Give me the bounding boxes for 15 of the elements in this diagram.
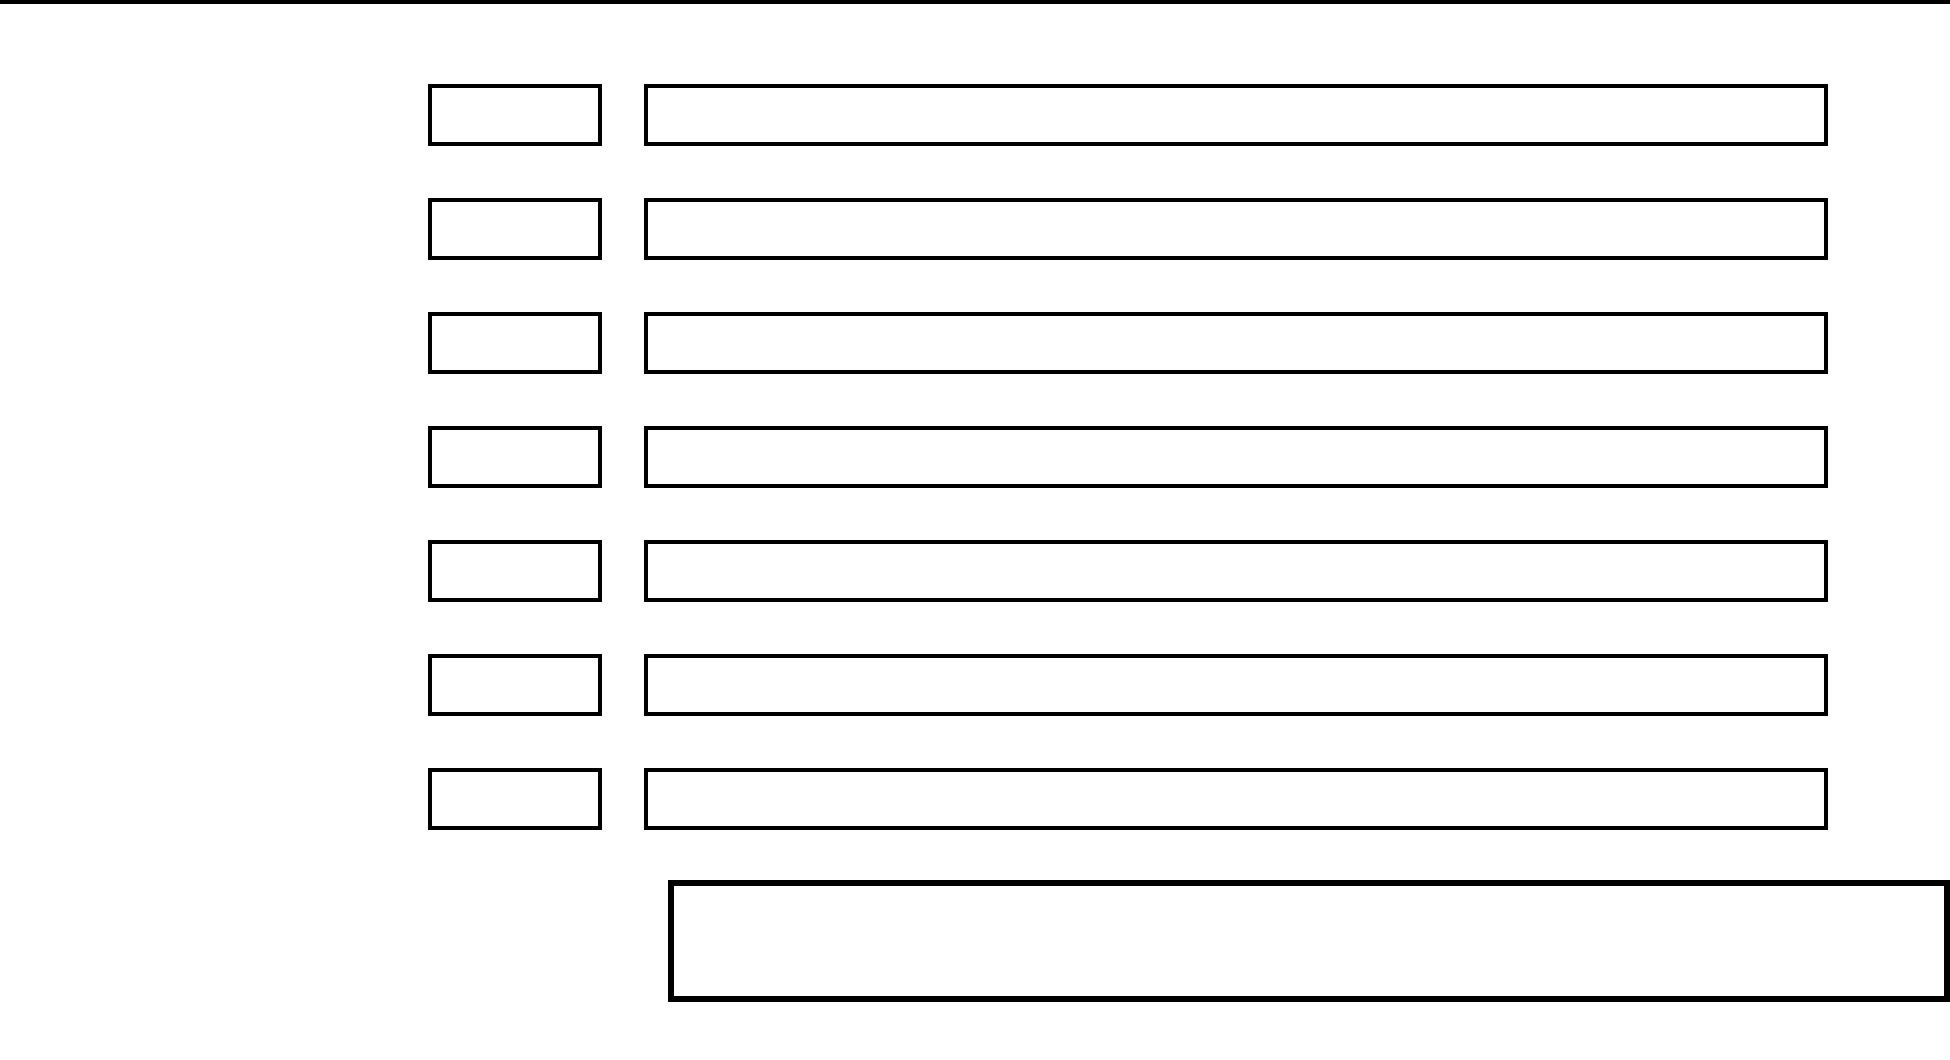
blank-box xyxy=(644,540,1828,602)
blank-box xyxy=(428,84,602,146)
blank-box xyxy=(428,654,602,716)
blank-box xyxy=(428,198,602,260)
large-blank-box xyxy=(668,880,1950,1002)
blank-box xyxy=(428,312,602,374)
blank-box xyxy=(644,312,1828,374)
blank-box xyxy=(428,540,602,602)
blank-box xyxy=(644,198,1828,260)
blank-box xyxy=(428,426,602,488)
blank-box xyxy=(428,768,602,830)
blank-box xyxy=(644,654,1828,716)
blank-box xyxy=(644,84,1828,146)
blank-box xyxy=(644,426,1828,488)
blank-box xyxy=(644,768,1828,830)
